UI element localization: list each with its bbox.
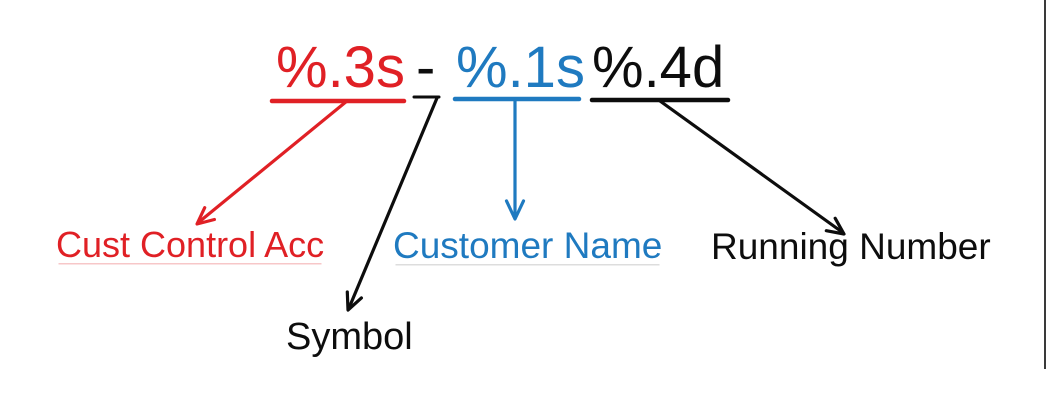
arrow-to-cust-control-acc	[195, 99, 349, 226]
format-token-cust-control-acc: %.3s	[276, 35, 405, 100]
label-running-number: Running Number	[711, 226, 991, 267]
arrow-to-running-number	[658, 99, 846, 236]
right-edge-line	[1044, 0, 1046, 369]
arrow-to-customer-name	[504, 99, 526, 221]
format-token-customer-name: %.1s	[456, 35, 585, 100]
arrow-to-symbol	[345, 96, 439, 312]
format-token-separator: -	[416, 35, 436, 100]
label-cust-control-acc: Cust Control Acc	[56, 224, 325, 265]
label-symbol: Symbol	[286, 316, 413, 358]
format-token-running-number: %.4d	[592, 35, 725, 100]
label-customer-name: Customer Name	[393, 225, 663, 266]
